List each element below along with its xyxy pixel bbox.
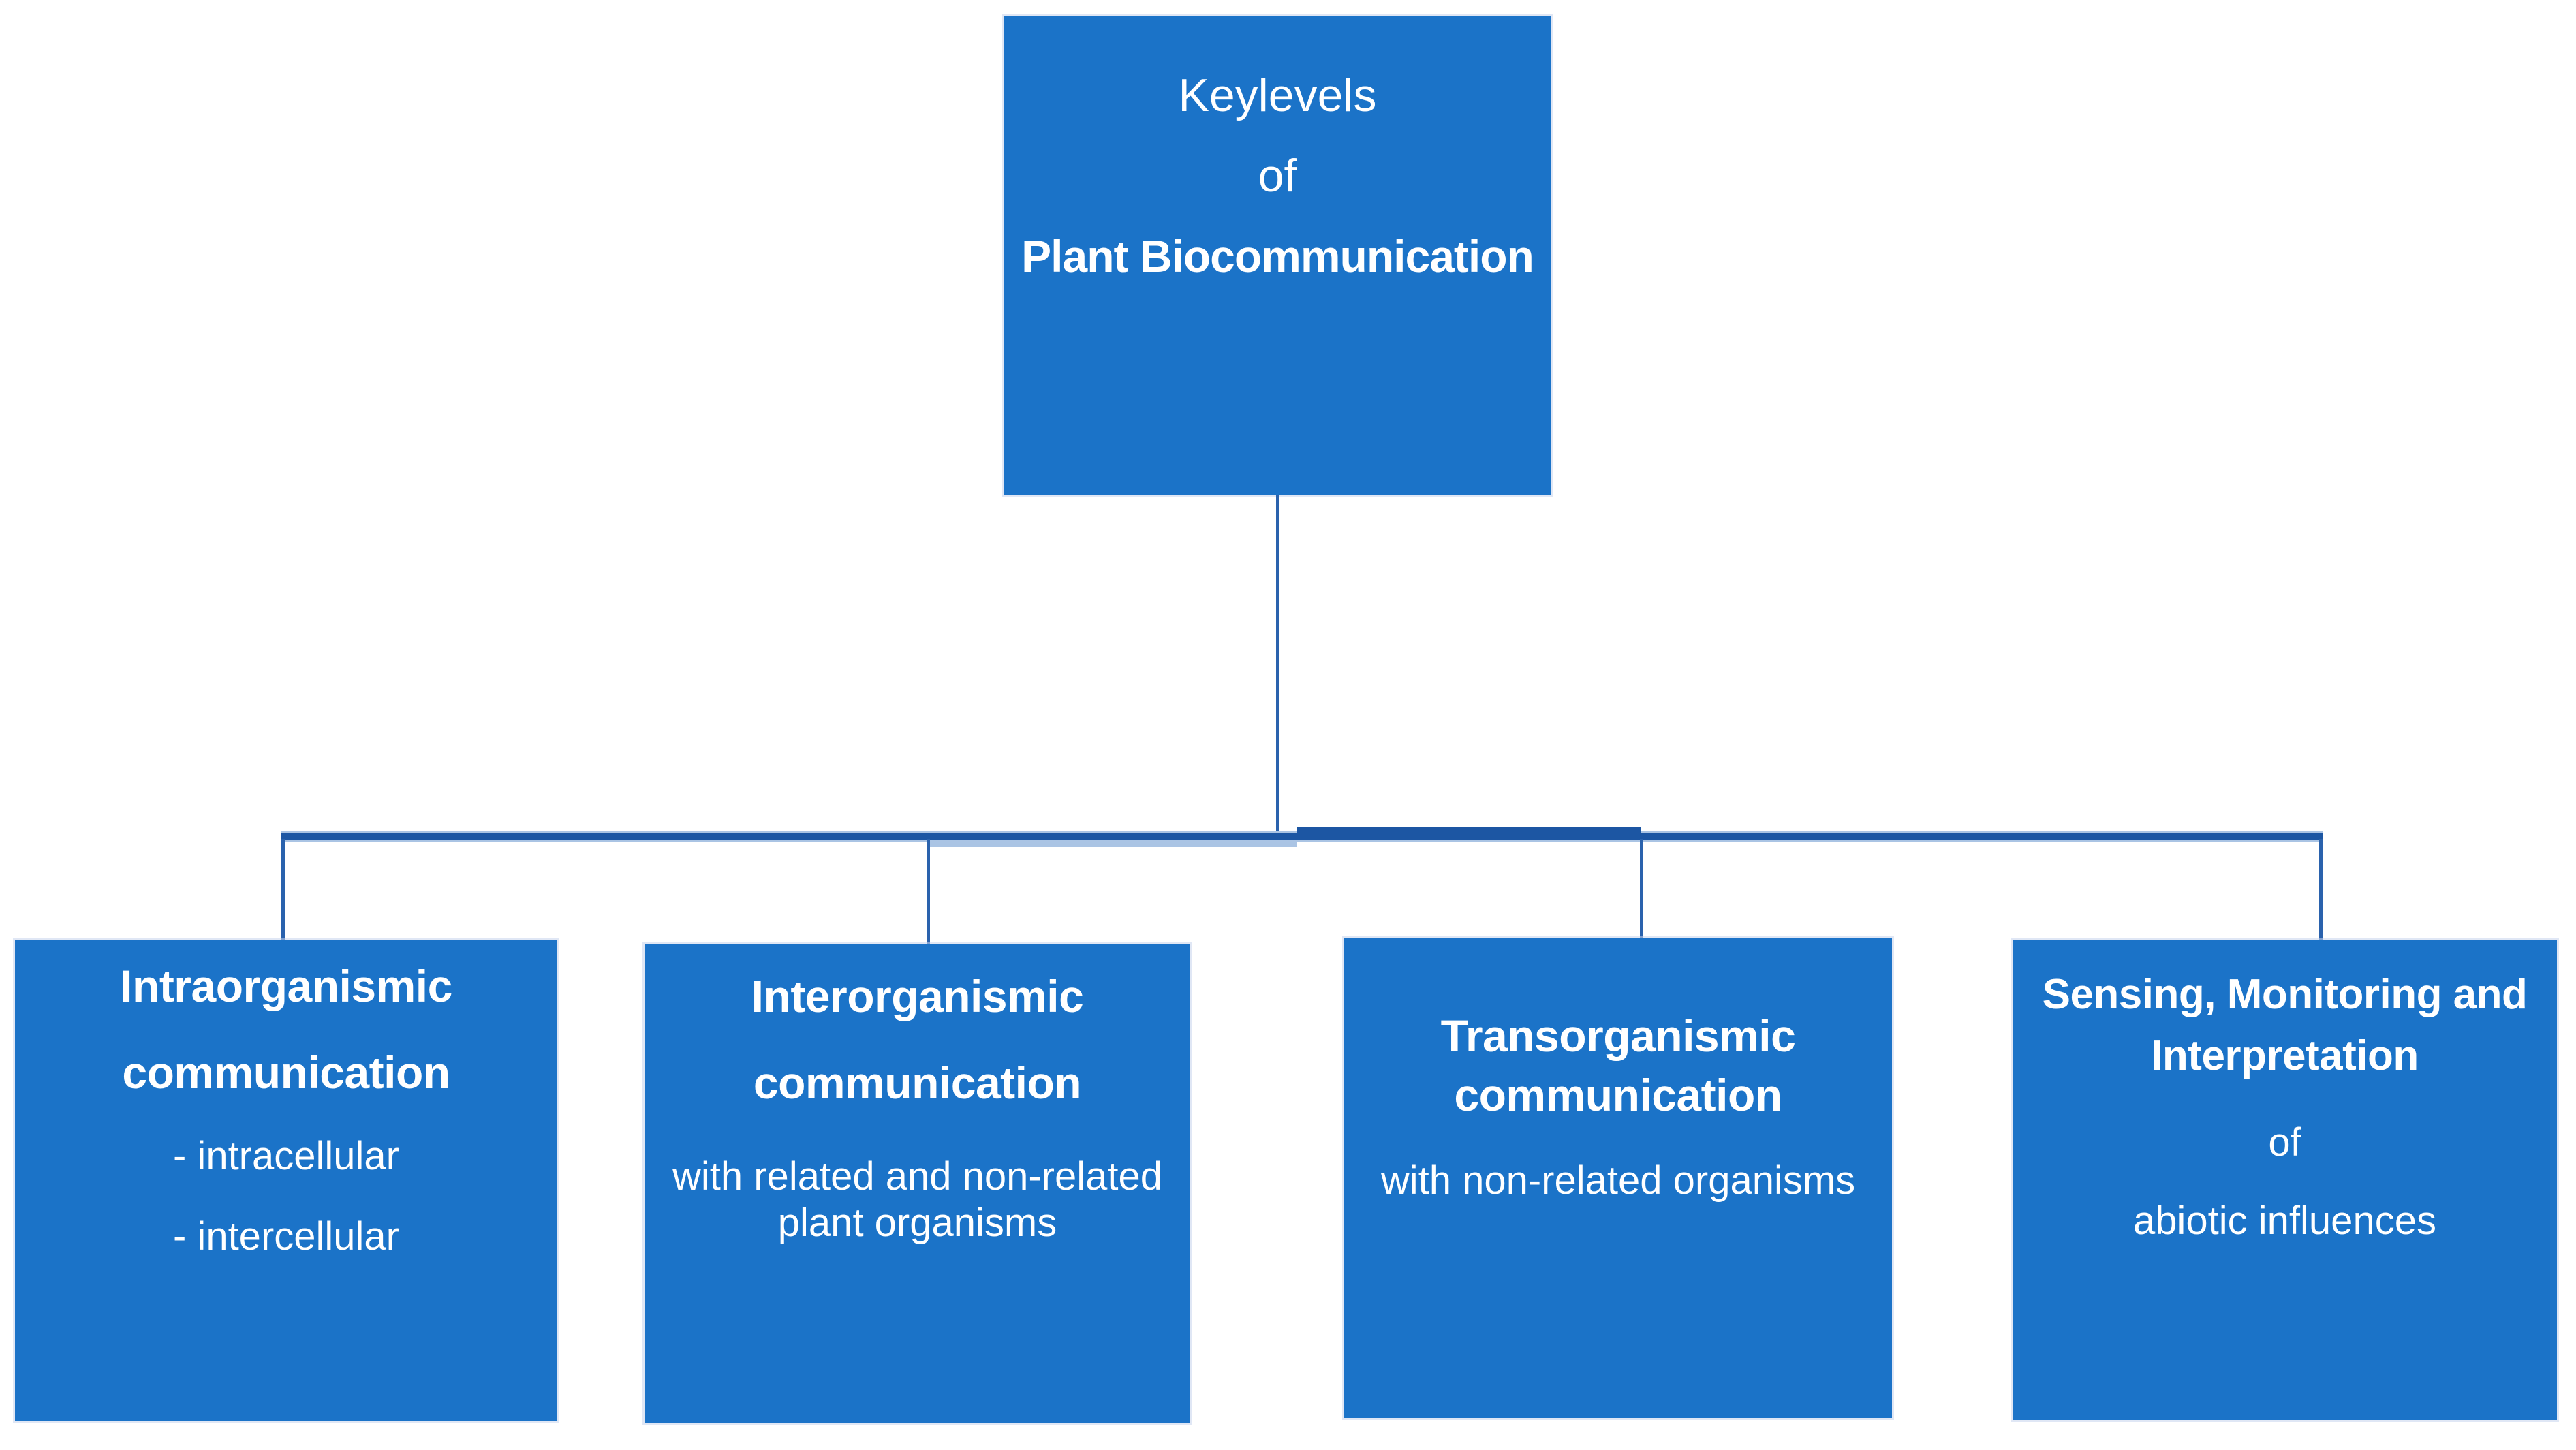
child3-title-line2: communication [1454,1070,1782,1120]
child-node-transorganismic: Transorganismic communication with non-r… [1344,938,1892,1418]
child3-body: with non-related organisms [1380,1158,1856,1203]
connector-drop-2 [927,839,930,944]
child-node-intraorganismic: Intraorganismic communication - intracel… [15,940,557,1421]
root-node-keylevels: Keylevels of Plant Biocommunication [1004,16,1551,495]
child2-body: with related and non-related plant organ… [672,1154,1163,1245]
child1-title-line1: Intraorganismic [120,961,452,1011]
child3-title-line1: Transorganismic [1440,1011,1796,1061]
connector-overlap-light-segment [930,842,1297,847]
connector-drop-1 [281,839,285,940]
child4-body-line1: of [2268,1120,2301,1164]
child4-title-line2: Interpretation [2151,1032,2419,1079]
child1-item-intercellular: - intercellular [173,1214,399,1259]
connector-overlap-dark-segment [1297,827,1641,835]
child-node-sensing-monitoring: Sensing, Monitoring and Interpretation o… [2013,940,2557,1420]
child-node-interorganismic: Interorganismic communication with relat… [645,944,1190,1423]
child4-title-line1: Sensing, Monitoring and [2042,971,2528,1018]
connector-drop-4 [2319,839,2323,940]
child1-item-intracellular: - intracellular [173,1134,399,1178]
child2-title-line1: Interorganismic [751,971,1084,1021]
root-title-line1: Keylevels [1178,70,1377,121]
root-title-line3: Plant Biocommunication [1021,231,1534,281]
connector-stem [1276,495,1279,833]
child4-body-line2: abiotic influences [2133,1199,2436,1243]
child1-title-line2: communication [122,1047,450,1098]
root-title-line2: of [1258,150,1297,202]
connector-drop-3 [1640,839,1643,938]
child2-title-line2: communication [753,1058,1082,1108]
